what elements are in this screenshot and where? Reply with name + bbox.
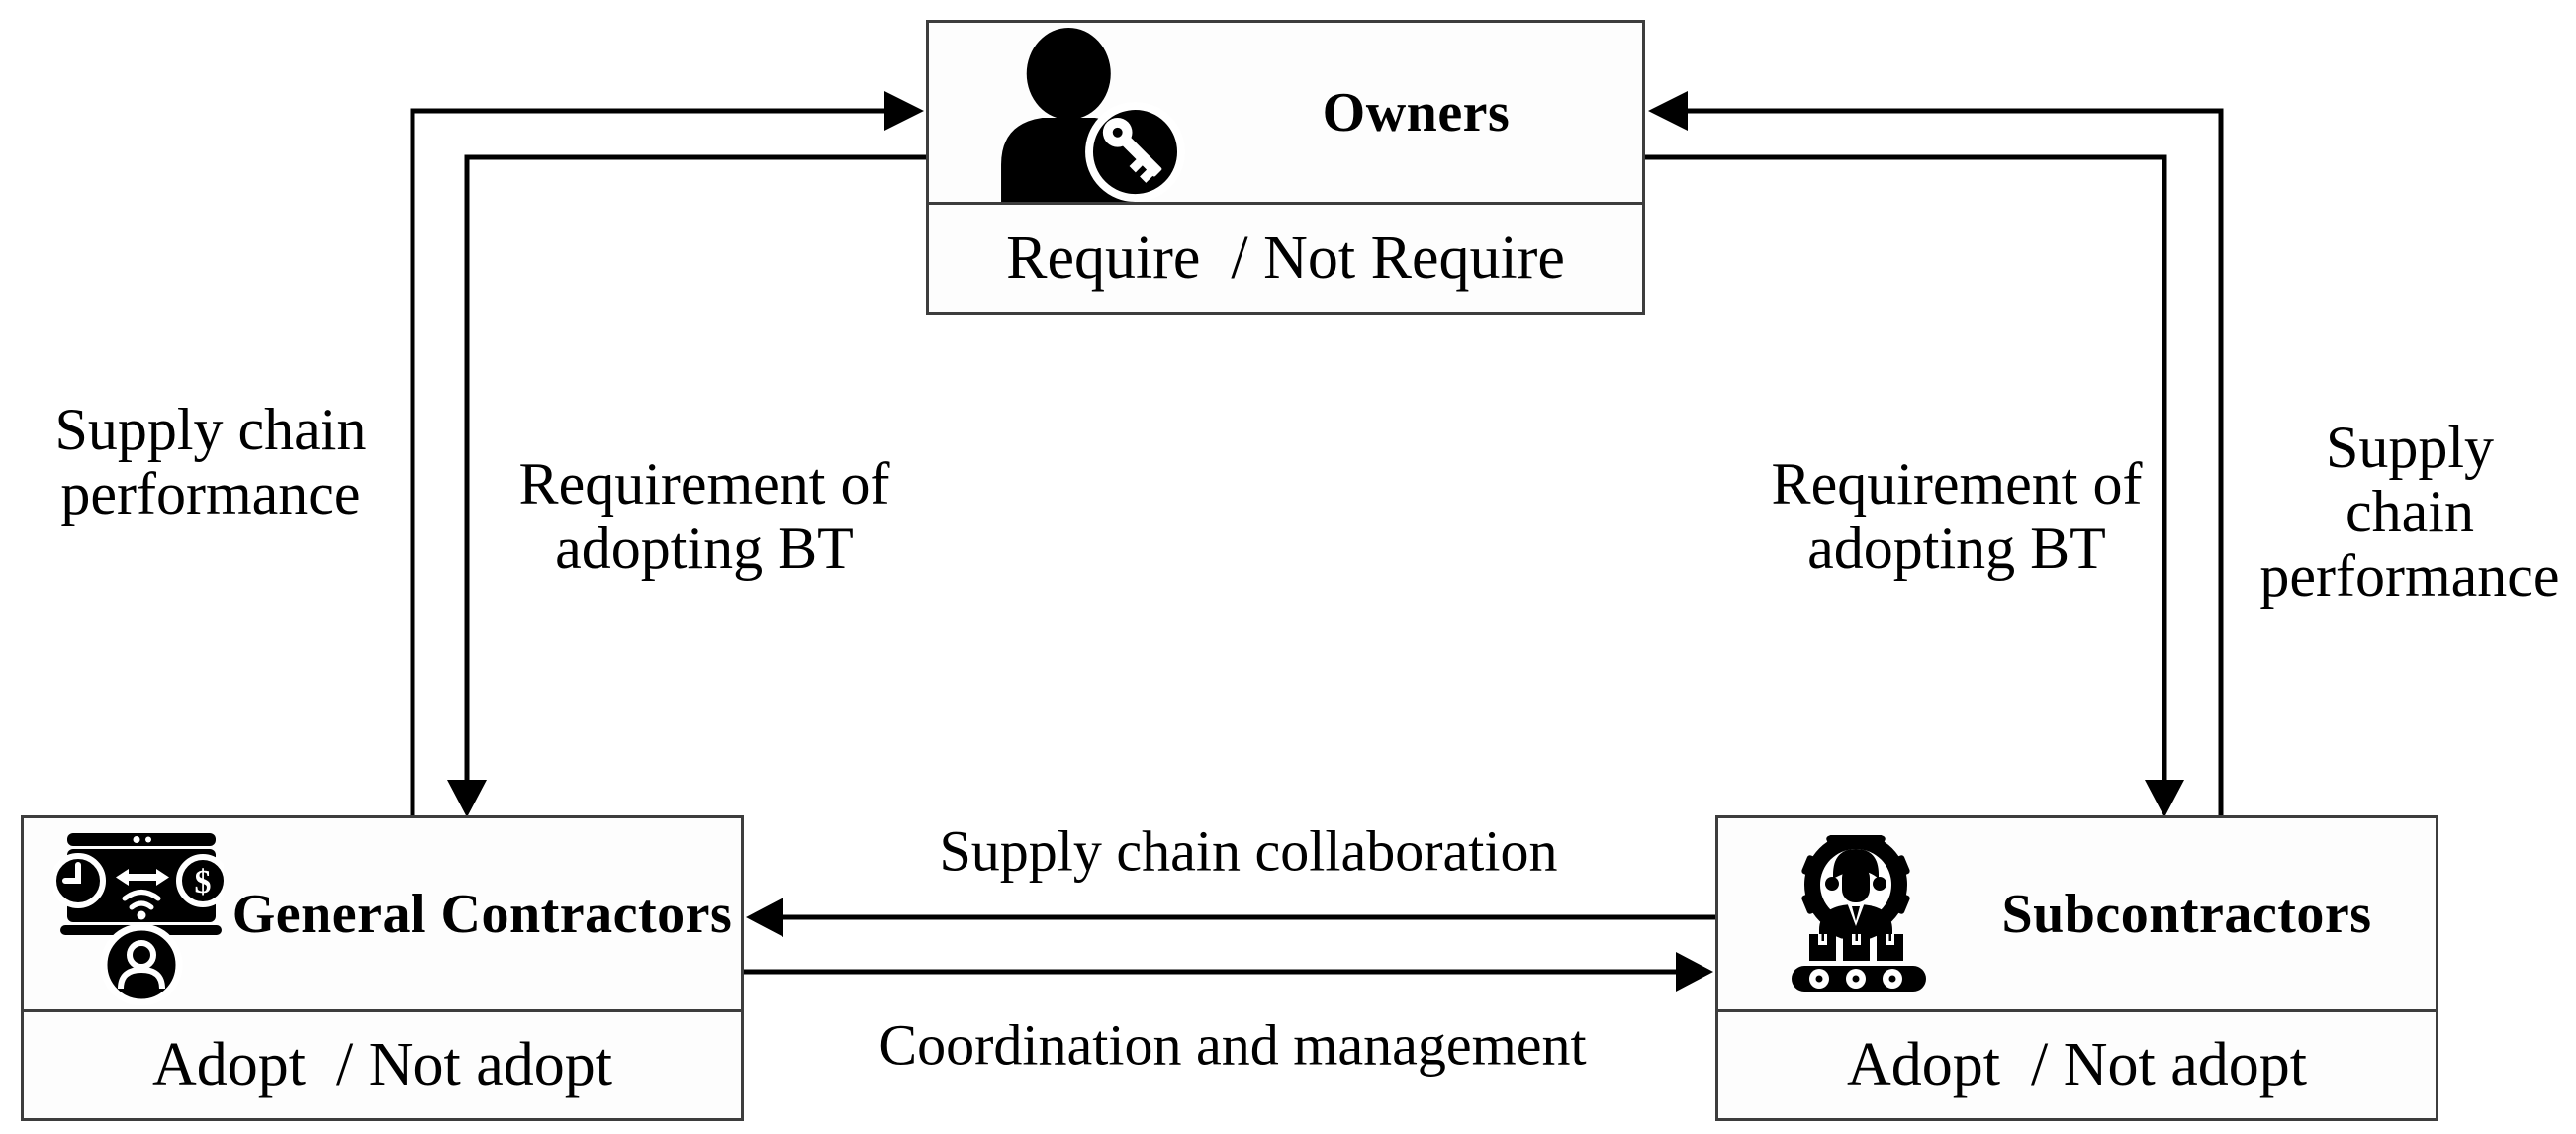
arrow-gc-to-owners-performance bbox=[410, 91, 924, 819]
dollar-coin-icon bbox=[176, 854, 224, 907]
owners-title-row: Owners bbox=[929, 23, 1642, 202]
owners-decision-label: Require / Not Require bbox=[929, 202, 1642, 312]
arrow-owners-to-sub-requirement bbox=[1645, 154, 2184, 817]
worker-gear-conveyor-icon bbox=[1792, 835, 1926, 992]
arrowhead-left-icon bbox=[746, 898, 783, 937]
label-supply-chain-performance-right: Supply chain performance bbox=[2259, 414, 2560, 609]
arrowhead-right-icon bbox=[884, 91, 924, 131]
left-right-arrow-icon bbox=[116, 869, 169, 886]
sub-decision-label: Adopt / Not adopt bbox=[1718, 1009, 2436, 1118]
key-icon bbox=[1102, 117, 1162, 183]
owners-box: Owners Require / Not Require bbox=[926, 20, 1645, 315]
worker-icon bbox=[1819, 849, 1892, 934]
label-requirement-of-adopting-bt-right: Requirement of adopting BT bbox=[1771, 451, 2143, 581]
arrowhead-down-icon bbox=[2145, 780, 2184, 817]
owners-title: Owners bbox=[1322, 81, 1511, 143]
contractor-dashboard-icon: $ bbox=[53, 833, 224, 1005]
arrow-owners-to-gc-requirement bbox=[447, 154, 928, 817]
subcontractors-box: Subcontractors Adopt / Not adopt bbox=[1715, 815, 2438, 1121]
arrowhead-right-icon bbox=[1676, 952, 1713, 992]
gc-title: General Contractors bbox=[231, 883, 733, 945]
arrow-sub-to-owners-performance bbox=[1648, 91, 2224, 819]
gc-title-row: $ General Contractors bbox=[24, 818, 741, 1009]
sub-title: Subcontractors bbox=[2001, 883, 2372, 945]
wifi-icon bbox=[122, 890, 161, 910]
label-supply-chain-collaboration: Supply chain collaboration bbox=[939, 818, 1558, 884]
label-coordination-and-management: Coordination and management bbox=[878, 1012, 1587, 1078]
arrowhead-down-icon bbox=[447, 780, 487, 817]
owner-with-key-icon bbox=[1001, 28, 1185, 202]
sub-title-row: Subcontractors bbox=[1718, 818, 2436, 1009]
arrow-sub-to-gc-collaboration bbox=[746, 898, 1715, 937]
gc-decision-label: Adopt / Not adopt bbox=[24, 1009, 741, 1118]
svg-text:$: $ bbox=[195, 864, 212, 900]
arrowhead-left-icon bbox=[1648, 91, 1688, 131]
arrow-gc-to-sub-coordination bbox=[744, 952, 1713, 992]
general-contractors-box: $ General Contractors Adopt / Not adopt bbox=[21, 815, 744, 1121]
label-requirement-of-adopting-bt-left: Requirement of adopting BT bbox=[518, 451, 890, 581]
conveyor-icon bbox=[1792, 934, 1926, 992]
label-supply-chain-performance-left: Supply chain performance bbox=[54, 397, 367, 526]
